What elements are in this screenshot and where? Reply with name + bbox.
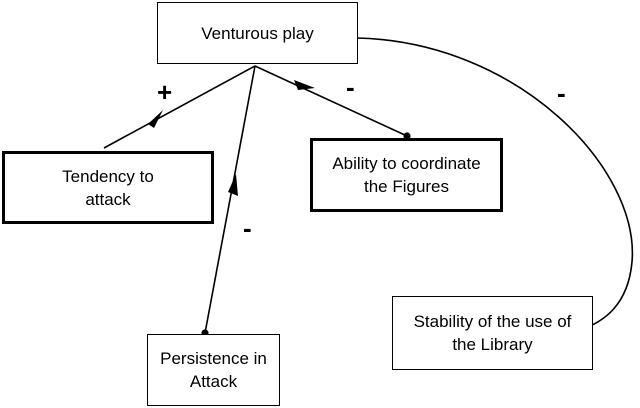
arrowhead-venturous-to-ability: [294, 80, 315, 90]
node-ability-to-coordinate: Ability to coordinate the Figures: [310, 138, 503, 212]
polarity-sign-persistence: -: [243, 213, 252, 243]
link-venturous-to-stability: [356, 37, 634, 331]
arrowhead-tendency-to-venturous: [148, 110, 163, 128]
node-tendency-to-attack: Tendency to attack: [2, 151, 214, 224]
polarity-sign-ability: -: [346, 72, 355, 102]
link-tendency-to-venturous: [103, 65, 256, 149]
polarity-sign-stability: -: [557, 78, 566, 108]
arrowhead-venturous-to-persistence: [228, 174, 238, 196]
node-stability-of-library: Stability of the use of the Library: [392, 296, 593, 370]
polarity-sign-tendency: +: [157, 77, 173, 107]
node-persistence-in-attack: Persistence in Attack: [147, 334, 280, 406]
link-venturous-to-ability: [254, 65, 408, 137]
link-end-dot-ability: [403, 132, 411, 140]
node-venturous-play: Venturous play: [157, 2, 358, 64]
link-venturous-to-persistence: [204, 65, 256, 334]
